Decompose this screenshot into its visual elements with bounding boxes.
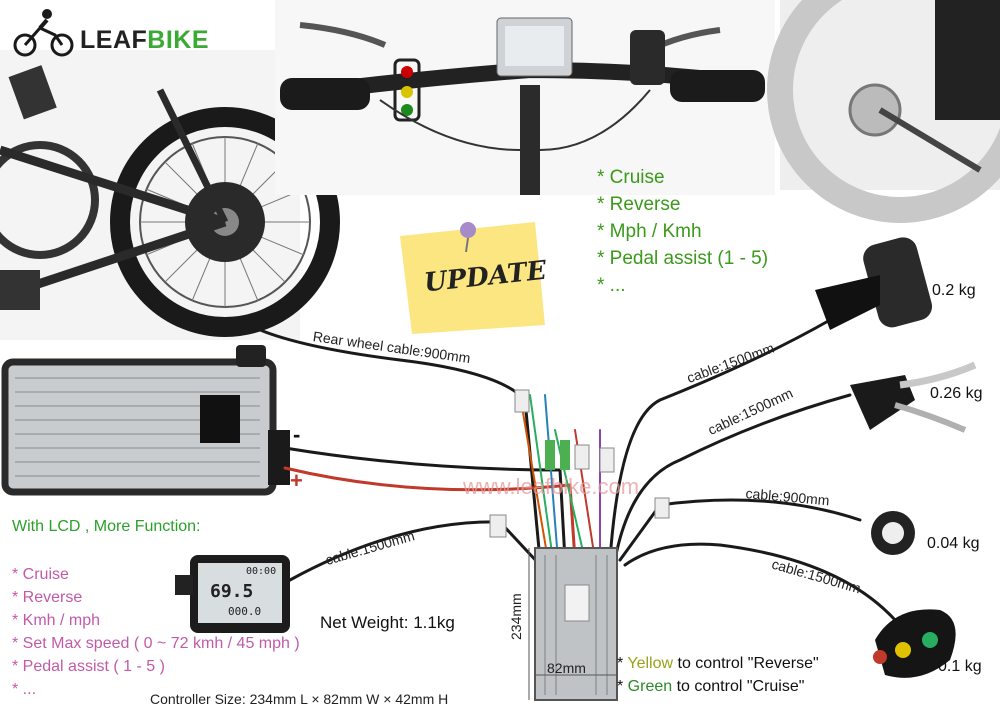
controller-width-label: 82mm — [547, 660, 586, 676]
watermark: www.leafbike.com — [463, 474, 640, 499]
brake-weight: 0.26 kg — [930, 385, 983, 402]
bike-wheel-image — [0, 50, 340, 340]
lcd-speed-readout: 69.5 — [210, 581, 254, 602]
update-sticky-note — [400, 222, 545, 334]
handlebar-switch — [873, 609, 956, 678]
lcd-feature-item: * Set Max speed ( 0 ~ 72 kmh / 45 mph ) — [12, 635, 300, 652]
crank-sensor-image — [767, 0, 1000, 223]
battery-pack — [1, 345, 290, 496]
switch-note-line-2: * Green to control "Cruise" — [617, 678, 805, 695]
switch-weight: 0.1 kg — [938, 658, 982, 675]
lcd-display — [175, 555, 290, 633]
throttle-weight: 0.2 kg — [932, 282, 976, 299]
pas-cable — [618, 498, 862, 562]
lcd-cable — [288, 520, 542, 582]
pas-weight: 0.04 kg — [927, 535, 980, 552]
battery-negative-wire — [283, 446, 567, 562]
battery-positive-wire — [283, 466, 577, 562]
features-top-item: * Reverse — [597, 194, 681, 215]
throttle-grip — [815, 237, 933, 330]
features-top-item: * ... — [597, 275, 626, 296]
brand-name-b: BIKE — [147, 26, 210, 54]
lcd-feature-item: * Pedal assist ( 1 - 5 ) — [12, 658, 165, 675]
rear-wheel-cable — [238, 318, 542, 562]
controller-box — [528, 547, 618, 701]
lcd-feature-item: * Cruise — [12, 566, 69, 583]
lcd-feature-item: * Reverse — [12, 589, 83, 606]
switch-note-line-1: * Yellow to control "Reverse" — [617, 655, 819, 672]
brake-cable — [613, 393, 852, 562]
features-top-item: * Mph / Kmh — [597, 221, 702, 242]
controller-height-label: 234mm — [508, 593, 524, 640]
battery-minus: - — [293, 422, 301, 447]
throttle-cable — [608, 318, 832, 562]
switch-cable — [623, 542, 897, 622]
lcd-time-readout: 00:00 — [246, 566, 277, 577]
brake-lever — [850, 361, 977, 433]
lcd-section-heading: With LCD , More Function: — [12, 518, 201, 535]
battery-plus: + — [290, 468, 303, 493]
features-top-list: * Cruise * Reverse * Mph / Kmh * Pedal a… — [597, 164, 768, 299]
lcd-feature-item: * Kmh / mph — [12, 612, 101, 629]
brand-name-a: LEAF — [80, 26, 148, 54]
lcd-odometer-readout: 000.0 — [228, 605, 262, 618]
green-word: Green — [627, 678, 673, 695]
controller-net-weight: Net Weight: 1.1kg — [320, 613, 455, 632]
features-top-item: * Cruise — [597, 167, 665, 188]
pas-sensor — [871, 511, 915, 555]
switch-note: * Yellow to control "Reverse" * Green to… — [617, 652, 819, 698]
brand-logo: LEAFBIKE — [80, 26, 209, 55]
controller-size-text: Controller Size: 234mm L × 82mm W × 42mm… — [150, 691, 449, 707]
lcd-feature-item: * ... — [12, 681, 37, 698]
handlebar-image — [275, 0, 775, 195]
features-top-item: * Pedal assist (1 - 5) — [597, 248, 769, 269]
logo-cyclist-icon — [13, 9, 74, 57]
yellow-word: Yellow — [627, 655, 674, 672]
lcd-features-list: * Cruise * Reverse * Kmh / mph * Set Max… — [12, 563, 300, 701]
